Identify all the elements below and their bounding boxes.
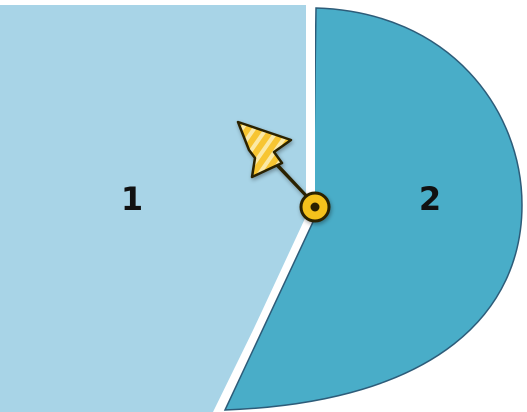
arrow-head — [236, 120, 293, 179]
spinner-hub-center — [310, 202, 320, 212]
section-1-label: 1 — [121, 180, 143, 218]
divider-bottom — [215, 214, 314, 412]
spinner-section-1 — [0, 5, 306, 412]
spinner-section-2 — [223, 7, 523, 411]
spinner-arrow-icon[interactable] — [236, 120, 331, 223]
section-2-label: 2 — [419, 180, 441, 218]
